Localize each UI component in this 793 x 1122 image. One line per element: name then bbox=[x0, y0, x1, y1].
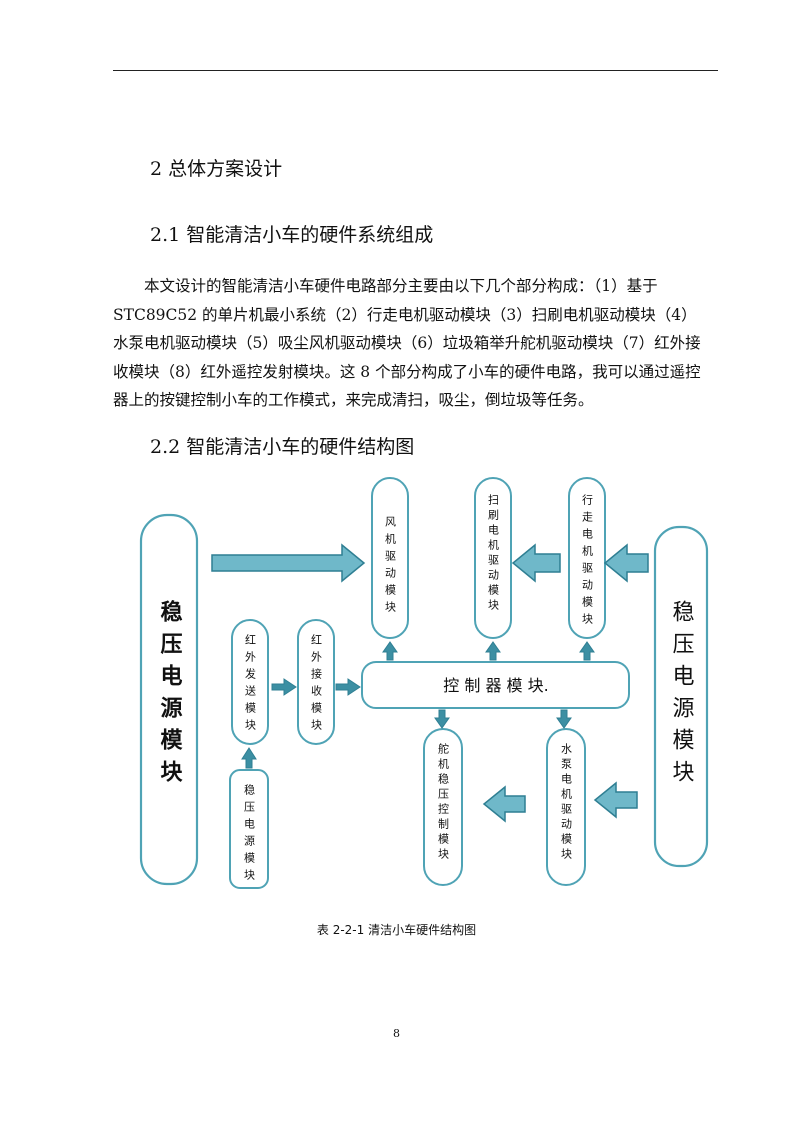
right-power-box bbox=[653, 525, 709, 868]
arrow-controller-to-brush bbox=[485, 641, 501, 661]
arrow-controller-to-walk bbox=[579, 641, 595, 661]
servo-label: 舵机稳压控制模块 bbox=[437, 742, 450, 863]
section-heading-2-1: 2.1 智能清洁小车的硬件系统组成 bbox=[150, 224, 434, 246]
arrow-power-to-walk bbox=[603, 543, 649, 583]
left-power-box bbox=[139, 513, 199, 886]
arrow-power-to-fan bbox=[211, 543, 366, 583]
controller-label: 控 制 器 模 块. bbox=[443, 676, 548, 695]
walk-label: 行走电机驱动模块 bbox=[581, 494, 594, 630]
arrow-controller-to-pump bbox=[556, 709, 572, 729]
arrow-controller-to-servo bbox=[434, 709, 450, 729]
arrow-controller-to-fan bbox=[382, 641, 398, 661]
arrow-recv-to-controller bbox=[335, 678, 361, 696]
fan-label: 风机驱动模块 bbox=[384, 516, 397, 618]
brush-driver-box bbox=[474, 477, 512, 639]
paragraph-line: 收模块（8）红外遥控发射模块。这 8 个部分构成了小车的硬件电路，我可以通过遥控 bbox=[113, 362, 701, 381]
arrow-send-to-recv bbox=[271, 678, 297, 696]
pump-box bbox=[546, 728, 586, 886]
ir-recv-box bbox=[297, 619, 335, 745]
ir-send-label: 红外发送模块 bbox=[244, 634, 257, 736]
small-power-box bbox=[229, 769, 269, 889]
arrow-power-to-irsend bbox=[241, 747, 257, 769]
figure-caption: 表 2-2-1 清洁小车硬件结构图 bbox=[316, 923, 477, 937]
header-rule bbox=[113, 70, 718, 71]
left-power-label: 稳压电源模块 bbox=[157, 599, 183, 792]
arrow-power-to-pump bbox=[593, 781, 638, 819]
arrow-walk-to-brush bbox=[511, 543, 561, 583]
section-heading-2-2: 2.2 智能清洁小车的硬件结构图 bbox=[150, 436, 415, 458]
ir-recv-label: 红外接收模块 bbox=[310, 634, 323, 736]
walk-driver-box bbox=[568, 477, 606, 639]
right-power-label: 稳压电源模块 bbox=[669, 600, 695, 792]
arrow-pump-to-servo bbox=[482, 785, 526, 823]
paragraph-line: STC89C52 的单片机最小系统（2）行走电机驱动模块（3）扫刷电机驱动模块（… bbox=[113, 305, 697, 324]
body-paragraph: 本文设计的智能清洁小车硬件电路部分主要由以下几个部分构成：（1）基于 STC89… bbox=[113, 272, 718, 415]
paragraph-line: 水泵电机驱动模块（5）吸尘风机驱动模块（6）垃圾箱举升舵机驱动模块（7）红外接 bbox=[113, 334, 701, 352]
servo-box bbox=[423, 728, 463, 886]
page-number: 8 bbox=[393, 1027, 400, 1040]
paragraph-line: 器上的按键控制小车的工作模式，来完成清扫，吸尘，倒垃圾等任务。 bbox=[113, 391, 594, 409]
chapter-heading: 2 总体方案设计 bbox=[150, 158, 283, 180]
small-power-label: 稳压电源模块 bbox=[243, 783, 256, 886]
brush-label: 扫刷电机驱动模块 bbox=[487, 494, 500, 614]
controller-box bbox=[361, 661, 630, 709]
ir-send-box bbox=[231, 619, 269, 745]
fan-driver-box bbox=[371, 477, 409, 639]
paragraph-line: 本文设计的智能清洁小车硬件电路部分主要由以下几个部分构成：（1）基于 bbox=[144, 277, 658, 295]
pump-label: 水泵电机驱动模块 bbox=[560, 743, 573, 863]
